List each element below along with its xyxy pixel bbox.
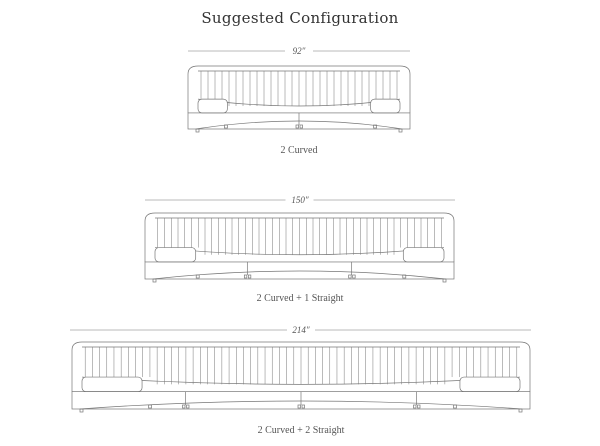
sofa-foot: [453, 404, 457, 409]
sofa-foot: [518, 408, 523, 413]
configuration-2-curved: 92″ 2 Curved: [187, 46, 411, 156]
sofa-foot: [402, 274, 407, 279]
sofa-foot: [195, 274, 200, 279]
seat-cushion-right: [402, 247, 445, 263]
sofa-foot: [352, 274, 356, 279]
sofa-foot: [301, 404, 305, 409]
seat-cushion-left: [154, 247, 197, 263]
seat-cushion-left: [197, 98, 228, 114]
configuration-label: 2 Curved + 1 Straight: [257, 293, 344, 304]
configuration-2-curved-2-straight: 214″ 2 Curved + 2 Straight: [70, 325, 531, 436]
width-dimension: 150″: [291, 195, 309, 205]
sofa-back-outline: [71, 341, 531, 392]
sofa-foot: [195, 128, 200, 133]
sofa-foot: [79, 408, 84, 413]
sofa-foot: [243, 274, 248, 279]
sofa-foot: [442, 278, 447, 283]
configuration-label: 2 Curved: [281, 145, 318, 156]
sofa-foot: [224, 124, 228, 129]
sofa-foot: [348, 274, 352, 279]
sofa-foot: [398, 128, 403, 133]
configuration-2-curved-1-straight: 150″ 2 Curved + 1 Straight: [144, 195, 455, 304]
seat-cushion-left: [81, 376, 143, 392]
base-curve: [152, 270, 447, 280]
sofa-foot: [373, 124, 377, 129]
seat-cushion-right: [459, 376, 521, 392]
sofa-foot: [413, 404, 417, 409]
sofa-foot: [295, 124, 299, 129]
page-title: Suggested Configuration: [201, 9, 399, 27]
sofa-foot: [186, 404, 190, 409]
sofa-foot: [297, 404, 301, 409]
sofa-foot: [417, 404, 421, 409]
sofa-foot: [247, 274, 252, 279]
width-dimension: 214″: [292, 325, 310, 335]
sofa-foot: [299, 124, 303, 129]
sofa-foot: [148, 404, 152, 409]
seat-cushion-right: [370, 98, 401, 114]
sofa-foot: [152, 278, 157, 283]
sofa-base: [144, 261, 455, 280]
configuration-label: 2 Curved + 2 Straight: [258, 425, 345, 436]
sofa-back-outline: [187, 65, 411, 113]
sofa-back-outline: [144, 212, 455, 262]
sofa-foot: [182, 404, 186, 409]
width-dimension: 92″: [293, 46, 306, 56]
